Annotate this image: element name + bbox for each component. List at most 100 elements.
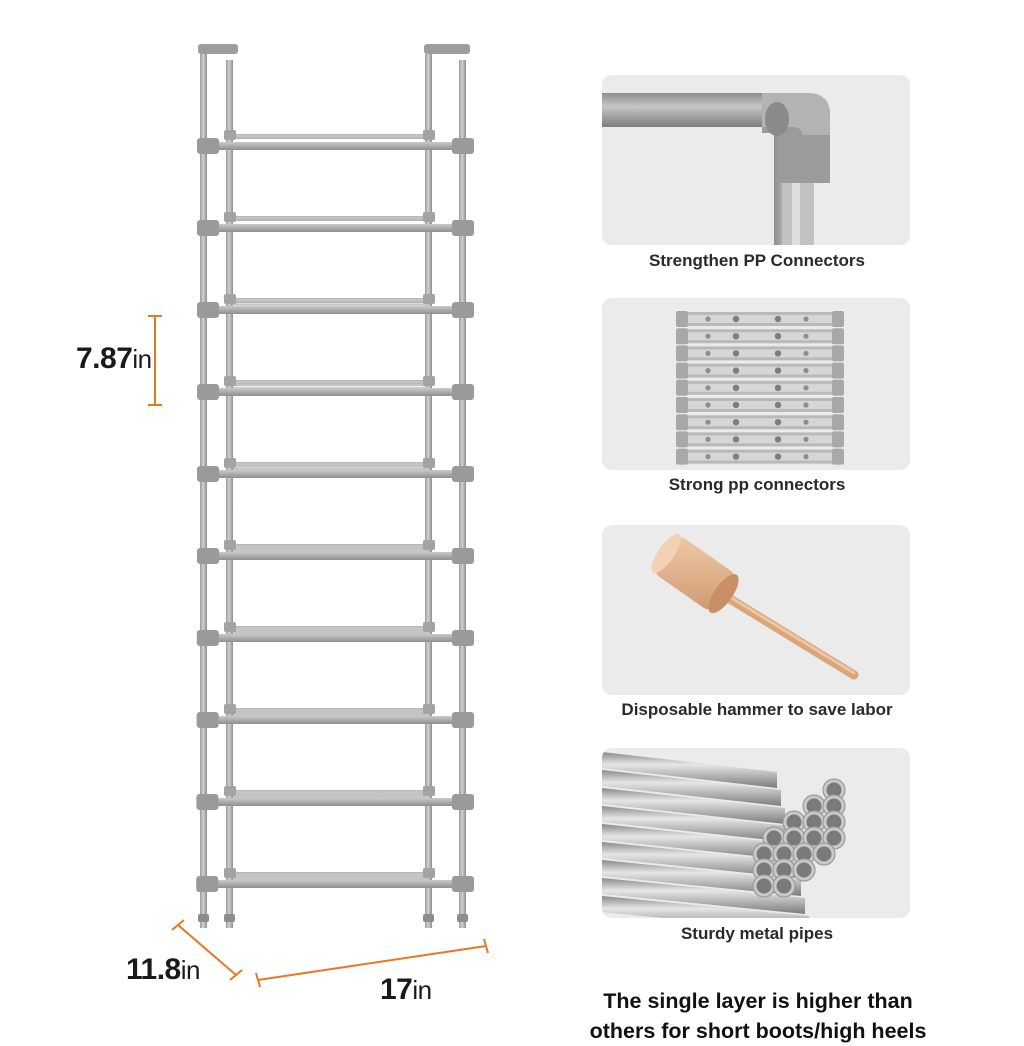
shelf-connector bbox=[197, 548, 219, 564]
connector-hole bbox=[732, 384, 740, 391]
shelf-front-rail bbox=[203, 142, 466, 150]
rack-pole bbox=[425, 54, 432, 928]
shelf-slat bbox=[232, 547, 429, 550]
depth-dimension-line bbox=[171, 919, 243, 981]
shelf-connector bbox=[452, 466, 474, 482]
bottom-note: The single layer is higher than others f… bbox=[548, 986, 968, 1046]
connector-hole bbox=[705, 333, 711, 339]
connector-hole bbox=[705, 316, 711, 322]
connector-hole bbox=[732, 436, 740, 443]
pipe-bore bbox=[786, 830, 802, 846]
width-label: 17in bbox=[380, 973, 432, 1007]
connector-stack-icon bbox=[676, 311, 844, 465]
shelf-front-rail bbox=[202, 634, 467, 642]
connector-hole bbox=[774, 333, 782, 340]
depth-label: 11.8in bbox=[126, 953, 200, 987]
connector-end bbox=[676, 345, 688, 362]
connector-hole bbox=[705, 368, 711, 374]
pipe-bore bbox=[766, 830, 782, 846]
connector-hole bbox=[732, 453, 740, 460]
connector-strip-face bbox=[688, 332, 832, 341]
pipe-bore bbox=[806, 830, 822, 846]
connector-end bbox=[832, 379, 844, 396]
shelf-connector bbox=[197, 466, 219, 482]
connector-strip-face bbox=[688, 383, 832, 392]
connector-strip-face bbox=[688, 349, 832, 358]
connector-hole bbox=[803, 402, 809, 408]
shelf-connector bbox=[452, 630, 474, 646]
shelf-connector bbox=[196, 712, 219, 728]
rack-foot bbox=[198, 914, 209, 922]
connector-end bbox=[676, 448, 688, 465]
connector-hole bbox=[705, 385, 711, 391]
connector-end bbox=[832, 414, 844, 431]
rack-pole bbox=[226, 60, 233, 928]
wooden-hammer-icon bbox=[651, 534, 859, 680]
connector-hole bbox=[803, 385, 809, 391]
connector-hole bbox=[803, 419, 809, 425]
shelf-slat bbox=[232, 303, 429, 306]
pipe-bore bbox=[776, 846, 792, 862]
shelf-front-rail bbox=[202, 798, 466, 806]
connector-end bbox=[676, 379, 688, 396]
shelf-slat bbox=[232, 465, 429, 468]
shelf-front-rail bbox=[203, 552, 466, 560]
connector-hole bbox=[774, 384, 782, 391]
shelf-connector bbox=[197, 384, 219, 400]
shelf-connector bbox=[423, 704, 435, 714]
rack-pole bbox=[459, 60, 466, 928]
shelf-connector bbox=[224, 540, 236, 550]
connector-end bbox=[676, 414, 688, 431]
shelf-connector bbox=[224, 294, 236, 304]
shelf-connector bbox=[224, 868, 236, 878]
pipe-bore bbox=[826, 798, 842, 814]
pipe-bore bbox=[756, 878, 772, 894]
pipe-bore bbox=[826, 814, 842, 830]
connector-hole bbox=[705, 350, 711, 356]
connector-hole bbox=[732, 419, 740, 426]
shelf-connector bbox=[452, 384, 474, 400]
height-label: 7.87in bbox=[76, 342, 152, 376]
shelf-slat bbox=[233, 714, 430, 717]
shelf-slat bbox=[232, 545, 428, 548]
connector-hole bbox=[732, 367, 740, 374]
pipe-body bbox=[602, 824, 793, 860]
shelf-connector bbox=[423, 458, 435, 468]
width-unit: in bbox=[412, 975, 432, 1005]
rack-top-cap bbox=[198, 44, 238, 54]
connector-hole bbox=[774, 453, 782, 460]
connector-strip-face bbox=[688, 435, 832, 444]
shelf-connector bbox=[452, 302, 474, 318]
shelf-connector bbox=[423, 376, 435, 386]
connector-strip-face bbox=[688, 366, 832, 375]
connector-hole bbox=[732, 401, 740, 409]
shelf-connector bbox=[423, 294, 435, 304]
shelf-connector bbox=[224, 376, 236, 386]
connector-hole bbox=[774, 419, 782, 426]
connector-end bbox=[832, 397, 844, 413]
connector-hole bbox=[705, 454, 711, 460]
shelf-slat bbox=[233, 630, 429, 633]
shelf-connector bbox=[423, 130, 435, 140]
shelf-front-rail bbox=[203, 388, 466, 396]
shelf-slat bbox=[232, 628, 429, 631]
feature-panel-connector-corner bbox=[602, 75, 910, 245]
pipe-bore bbox=[796, 846, 812, 862]
connector-end bbox=[676, 328, 688, 345]
shelf-slat bbox=[232, 463, 428, 466]
rack-pole bbox=[200, 54, 207, 928]
shelf-slat bbox=[233, 876, 429, 880]
shelf-connector bbox=[224, 212, 236, 222]
rack-foot bbox=[457, 914, 468, 922]
connector-hole bbox=[774, 350, 782, 357]
shelf-slat bbox=[233, 878, 430, 882]
pipe-bore bbox=[826, 782, 842, 798]
connector-hole bbox=[774, 315, 782, 323]
connector-end bbox=[832, 431, 844, 448]
pipe-bore bbox=[806, 798, 822, 814]
connector-strip-face bbox=[688, 401, 832, 409]
shelf-connector bbox=[196, 794, 219, 810]
shelf-slat bbox=[233, 712, 429, 715]
connector-hole bbox=[803, 436, 809, 442]
shelf-slat bbox=[232, 381, 428, 384]
